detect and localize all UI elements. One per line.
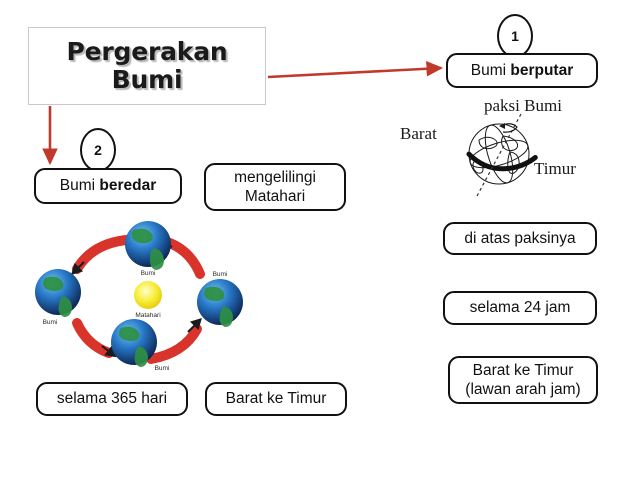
earth-globe-left (35, 269, 81, 315)
axis-label-timur: Timur (534, 159, 576, 178)
rotation-detail-direction-line2: (lawan arah jam) (465, 381, 581, 398)
connector-to-rotation (267, 60, 444, 79)
axis-label-paksi-bumi: paksi Bumi (484, 96, 562, 115)
earth-label-bottom: Bumi (155, 365, 170, 372)
page-title-line1: Pergerakan (66, 37, 228, 66)
axis-label-barat: Barat (400, 124, 437, 143)
rotation-detail-duration-box: selama 24 jam (443, 291, 597, 325)
orbit-arrow-bottom-right (146, 324, 202, 364)
step-number-2: 2 (80, 128, 116, 172)
rotation-detail-direction-box: Barat ke Timur (lawan arah jam) (448, 356, 598, 404)
revolution-heading-plain: Bumi (59, 177, 100, 195)
equator-band (466, 151, 538, 172)
rotation-detail-axis-box: di atas paksinya (443, 222, 597, 255)
earth-globe-top (125, 221, 171, 267)
earth-label-left: Bumi (43, 319, 58, 326)
rotation-detail-axis-label: di atas paksinya (464, 229, 576, 247)
globe-outline-icon (468, 123, 530, 185)
orbit-arrow-top-left (72, 235, 131, 274)
step-number-1: 1 (497, 14, 533, 58)
earth-orbit-illustration: Matahari Bumi Bumi Bumi Bumi (35, 221, 243, 372)
revolution-detail-direction-box: Barat ke Timur (205, 382, 347, 416)
earth-globe-bottom (111, 319, 157, 365)
rotation-detail-direction-line1: Barat ke Timur (472, 361, 574, 379)
rotation-heading-box: Bumi berputar (446, 53, 598, 88)
sun-label: Matahari (135, 312, 160, 319)
step-number-2-label: 2 (94, 142, 102, 158)
revolution-detail-direction-label: Barat ke Timur (225, 390, 327, 408)
revolution-heading-box: Bumi beredar (34, 168, 182, 204)
rotation-detail-duration-label: selama 24 jam (469, 299, 571, 317)
earth-label-top: Bumi (141, 270, 156, 277)
page-title: Pergerakan Bumi (28, 27, 266, 105)
sun-icon (134, 281, 162, 309)
rotation-direction-arrow (500, 123, 518, 133)
step-number-1-label: 1 (511, 28, 519, 44)
revolution-detail-duration-label: selama 365 hari (56, 390, 168, 408)
earth-axis-illustration (466, 113, 538, 197)
revolution-detail-orbit-line1: mengelilingi (234, 168, 316, 186)
rotation-heading-bold: berputar (510, 61, 574, 79)
revolution-detail-orbit-box: mengelilingi Matahari (204, 163, 346, 211)
earth-label-right: Bumi (213, 271, 228, 278)
page-title-line2: Bumi (111, 65, 183, 94)
revolution-detail-duration-box: selama 365 hari (36, 382, 188, 416)
revolution-detail-orbit-line2: Matahari (244, 188, 306, 205)
rotation-heading-plain: Bumi (470, 61, 511, 79)
revolution-heading-bold: beredar (99, 177, 157, 195)
